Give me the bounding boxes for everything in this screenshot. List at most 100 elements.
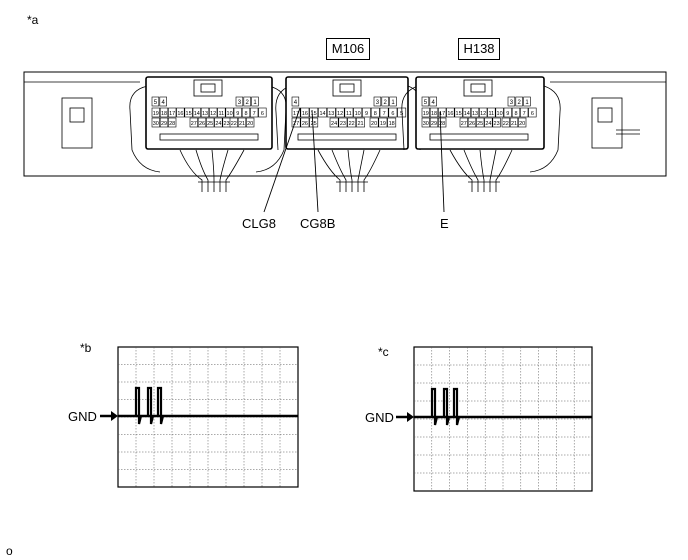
pin-number: 27 [461, 121, 467, 127]
pin-number: 10 [227, 111, 233, 117]
figure-a-label: *a [27, 13, 39, 27]
pin-number: 12 [480, 111, 486, 117]
pin-number: 20 [519, 121, 525, 127]
pin-number: 17 [293, 111, 299, 117]
pin-number: 14 [194, 111, 200, 117]
pin-number: 18 [161, 111, 167, 117]
pin-number: 26 [302, 121, 308, 127]
connector-tag-m106: M106 [326, 38, 370, 60]
pin-number: 12 [210, 111, 216, 117]
pin-number: 10 [497, 111, 503, 117]
wire-harness [179, 149, 513, 192]
pin-number: 20 [247, 121, 253, 127]
pin-number: 4 [432, 100, 436, 106]
pin-number: 3 [238, 100, 242, 106]
pin-number: 4 [162, 100, 166, 106]
pin-number: 11 [346, 111, 352, 117]
pin-number: 25 [477, 121, 483, 127]
pin-number: 26 [469, 121, 475, 127]
figure-b-label: *b [80, 341, 92, 355]
pin-number: 19 [380, 121, 386, 127]
pin-number: 22 [503, 121, 509, 127]
pin-number: 4 [294, 100, 298, 106]
pin-number: 1 [525, 100, 529, 106]
pin-number: 7 [383, 111, 386, 117]
pin-number: 16 [177, 111, 183, 117]
pin-number: 16 [302, 111, 308, 117]
pin-number: 24 [331, 121, 337, 127]
pin-number: 13 [328, 111, 334, 117]
pin-number: 3 [510, 100, 514, 106]
pin-number: 13 [202, 111, 208, 117]
pin-number: 8 [374, 111, 377, 117]
leader-e [439, 111, 445, 213]
oscilloscope-screen-c [413, 346, 593, 492]
footer-text: o [6, 544, 13, 558]
pin-number: 11 [489, 111, 495, 117]
pin-number: 22 [349, 121, 355, 127]
pin-number: 9 [236, 111, 239, 117]
gnd-label-c: GND [365, 410, 394, 425]
pin-number: 30 [153, 121, 159, 127]
figure-c-label: *c [378, 345, 389, 359]
pin-number: 20 [371, 121, 377, 127]
pin-number: 23 [340, 121, 346, 127]
pin-number: 5 [424, 100, 428, 106]
pin-number: 27 [293, 121, 299, 127]
pin-number: 2 [246, 100, 250, 106]
pin-number: 24 [485, 121, 491, 127]
pin-number: 27 [191, 121, 197, 127]
pin-number: 12 [337, 111, 343, 117]
pin-number: 16 [447, 111, 453, 117]
pin-number: 26 [199, 121, 205, 127]
pin-number: 15 [186, 111, 192, 117]
pin-number: 5 [154, 100, 158, 106]
callout-cg8b: CG8B [300, 216, 336, 231]
pin-number: 21 [357, 121, 363, 127]
leader-cg8b [311, 109, 319, 213]
pin-number: 15 [456, 111, 462, 117]
pin-number: 18 [431, 111, 437, 117]
pin-number: 22 [231, 121, 237, 127]
pin-number: 17 [169, 111, 175, 117]
pin-number: 23 [224, 121, 230, 127]
pin-number: 28 [169, 121, 175, 127]
pin-number: 24 [215, 121, 221, 127]
pin-number: 1 [391, 100, 395, 106]
pin-number: 28 [439, 121, 445, 127]
pin-number: 6 [531, 111, 534, 117]
pin-number: 19 [423, 111, 429, 117]
pin-number: 2 [384, 100, 388, 106]
pin-number: 14 [464, 111, 470, 117]
pin-number: 10 [355, 111, 361, 117]
pin-number: 2 [518, 100, 522, 106]
pin-number: 1 [253, 100, 257, 106]
pin-number: 23 [494, 121, 500, 127]
pin-number: 5 [400, 111, 403, 117]
housing-bracket-left [61, 97, 93, 149]
callout-clg8: CLG8 [242, 216, 276, 231]
pin-number: 25 [311, 121, 317, 127]
pin-number: 6 [261, 111, 264, 117]
callout-e: E [440, 216, 449, 231]
leader-clg8 [263, 107, 301, 213]
pin-number: 29 [161, 121, 167, 127]
oscilloscope-screen-b [117, 346, 299, 488]
pin-number: 30 [423, 121, 429, 127]
pin-number: 9 [506, 111, 509, 117]
pin-number: 3 [376, 100, 380, 106]
pin-number: 11 [219, 111, 225, 117]
pin-number: 6 [391, 111, 394, 117]
pin-number: 17 [439, 111, 445, 117]
pin-number: 21 [239, 121, 245, 127]
pin-number: 8 [244, 111, 247, 117]
pin-number: 8 [514, 111, 517, 117]
pin-number: 14 [319, 111, 325, 117]
pin-number: 29 [431, 121, 437, 127]
pin-number: 9 [365, 111, 368, 117]
connector-tag-h138: H138 [458, 38, 500, 60]
